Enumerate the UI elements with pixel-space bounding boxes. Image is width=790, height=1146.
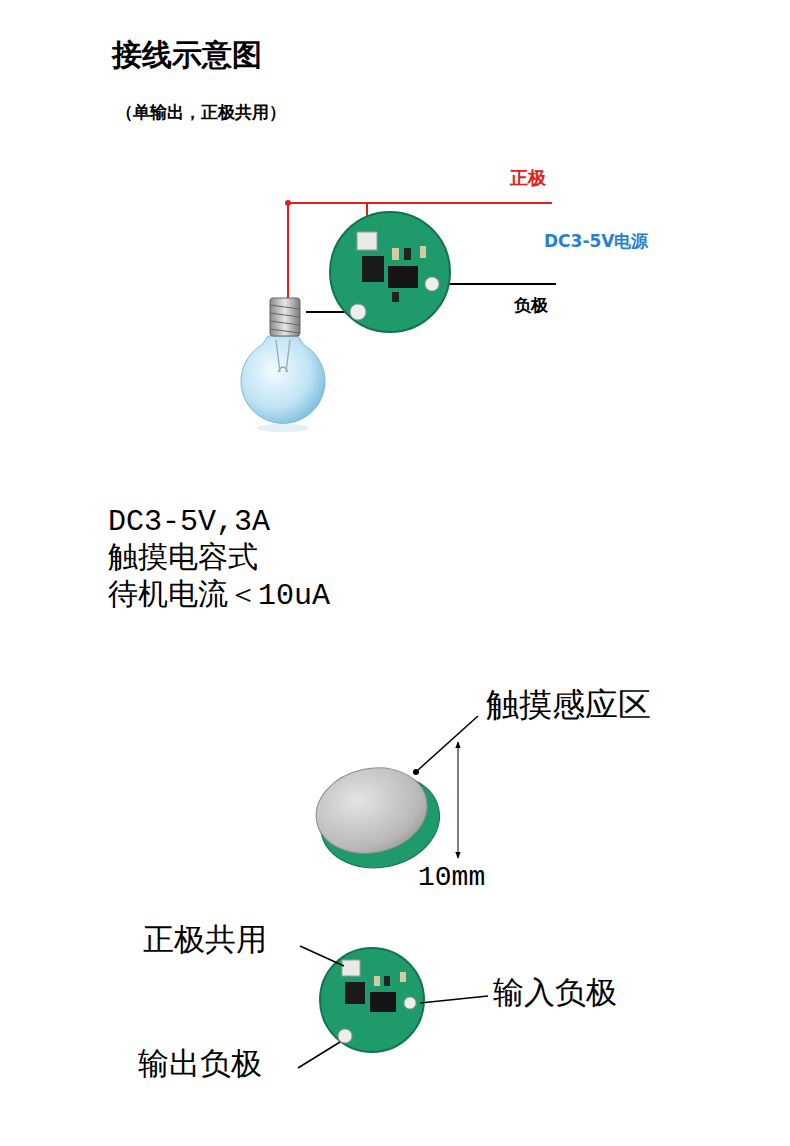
- spec-text: 待机电流＜10uA: [108, 579, 330, 614]
- touch-pad-disc: [308, 756, 448, 879]
- negative-wire: [434, 283, 556, 285]
- leader-line: [300, 946, 344, 966]
- pin-label: 输出负极: [138, 1046, 262, 1082]
- dimension-arrow: [458, 742, 459, 858]
- spec-text: 触摸电容式: [108, 542, 258, 577]
- leader-dot: [413, 769, 419, 775]
- part-label: 触摸感应区: [486, 686, 651, 724]
- diagram-title: 接线示意图: [112, 38, 262, 73]
- leader-line: [418, 716, 478, 770]
- leader-line: [420, 996, 488, 1003]
- dimension-label: 10mm: [418, 862, 485, 894]
- pin-label: 正极共用: [143, 922, 267, 958]
- pin-label: 输入负极: [493, 975, 617, 1011]
- bulb-symbol: [241, 298, 325, 432]
- power-label: DC3-5V电源: [544, 232, 648, 252]
- touch-module-board: [330, 212, 450, 332]
- junction-dot: [285, 200, 291, 206]
- spec-text: DC3-5V,3A: [108, 505, 270, 540]
- wire-label: 负极: [514, 296, 548, 316]
- touch-module-board: [320, 948, 424, 1052]
- wire-label: 正极: [510, 168, 546, 189]
- subtitle: （单输出，正极共用）: [116, 103, 286, 123]
- leader-line: [298, 1042, 340, 1068]
